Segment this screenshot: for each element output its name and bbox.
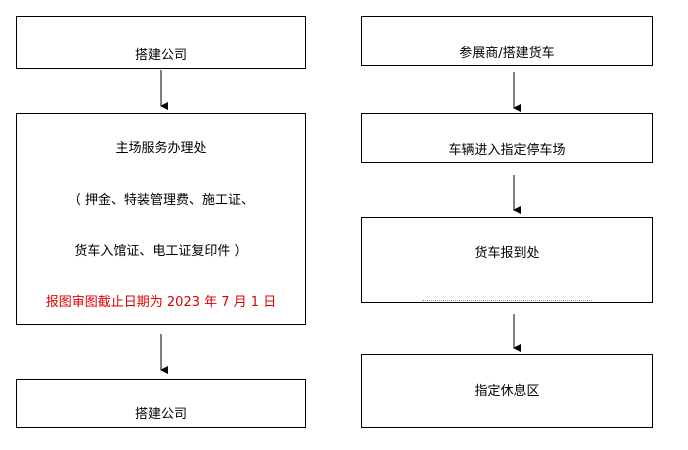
left-box-builder-bottom-label: 搭建公司	[134, 407, 187, 422]
left-box-builder-bottom: 搭建公司	[16, 379, 306, 428]
right-box-exhibitor-truck: 参展商/搭建货车	[361, 16, 653, 66]
deadline-note: 报图审图截止日期为 2023 年 7 月 1 日	[45, 295, 277, 310]
right-box-truck-checkin-label: 货车报到处	[474, 246, 540, 261]
service-desk-items-line-1: （ 押金、特装管理费、施工证、	[67, 193, 255, 208]
right-box-parking: 车辆进入指定停车场	[361, 113, 653, 163]
right-box-rest-area: 指定休息区	[361, 354, 653, 428]
left-box-service-desk: 主场服务办理处 （ 押金、特装管理费、施工证、 货车入馆证、电工证复印件 ） 报…	[16, 113, 306, 325]
left-box-builder-top: 搭建公司	[16, 16, 306, 69]
right-box-truck-checkin: 货车报到处	[361, 217, 653, 303]
right-box-exhibitor-truck-label: 参展商/搭建货车	[459, 46, 555, 61]
service-desk-items-line-2: 货车入馆证、电工证复印件 ）	[74, 244, 248, 259]
truncated-text-strip	[422, 300, 592, 301]
service-desk-title: 主场服务办理处	[115, 141, 207, 156]
left-box-builder-top-label: 搭建公司	[134, 48, 187, 63]
right-box-rest-area-label: 指定休息区	[474, 384, 540, 399]
right-box-parking-label: 车辆进入指定停车场	[448, 143, 566, 158]
